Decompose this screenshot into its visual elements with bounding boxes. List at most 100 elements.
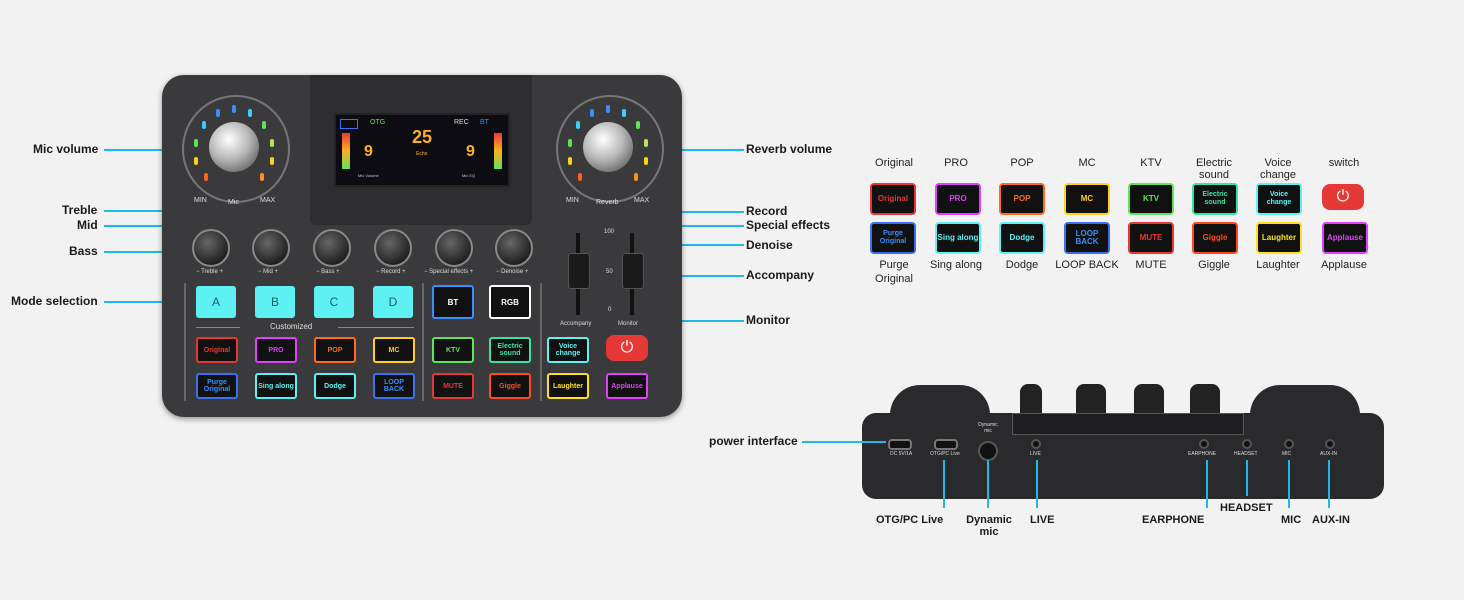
record-knob[interactable] (374, 229, 412, 267)
led-dot (194, 157, 198, 165)
electric-sound-button[interactable]: Electric sound (489, 337, 531, 363)
mode-selection-line (104, 301, 190, 303)
mic-eq-number: 9 (466, 143, 475, 160)
sound-card-mixer: OTG 25 REC BT 9 9 Echo Mic Volume Mic EQ… (162, 75, 682, 417)
power-icon: ⏻ (620, 339, 634, 356)
treble-label: Treble (62, 203, 98, 217)
mic-port (1284, 439, 1294, 449)
reverb-volume-knob[interactable] (583, 122, 633, 172)
lcd-display: OTG 25 REC BT 9 9 Echo Mic Volume Mic EQ (334, 113, 510, 187)
treble-knob-caption: − Treble + (196, 269, 224, 275)
purge-original-button[interactable]: Purge Original (196, 373, 238, 399)
bt-button[interactable]: BT (432, 285, 474, 319)
loop-back-button[interactable]: LOOP BACK (373, 373, 415, 399)
mic-volume-knob[interactable] (209, 122, 259, 172)
earphone-callout: EARPHONE (1142, 514, 1205, 526)
special-effects-label: Special effects (746, 218, 831, 232)
accompany-line (640, 275, 744, 277)
divider (540, 283, 542, 401)
headset-line (1246, 460, 1248, 496)
customized-caption: Customized (270, 322, 313, 331)
otg-line (943, 460, 945, 508)
pad-b[interactable]: B (255, 286, 295, 318)
headset-port (1242, 439, 1252, 449)
live-port-label: LIVE (1030, 451, 1041, 457)
reverb-max-label: MAX (634, 197, 650, 204)
display-number: 25 (412, 127, 433, 147)
legend-header: Original (875, 157, 913, 169)
sing-along-button[interactable]: Sing along (255, 373, 297, 399)
mid-knob[interactable] (252, 229, 290, 267)
mic-caption: Mic (228, 199, 239, 206)
pad-d[interactable]: D (373, 286, 413, 318)
ktv-button[interactable]: KTV (432, 337, 474, 363)
led-dot (194, 139, 198, 147)
voice-change-button[interactable]: Voice change (547, 337, 589, 363)
legend-loop-back-button: LOOP BACK (1064, 222, 1110, 254)
denoise-label: Denoise (746, 238, 793, 252)
side-right-dial (1250, 385, 1360, 415)
led-dot (204, 173, 208, 181)
reverb-volume-label: Reverb volume (746, 142, 833, 156)
accompany-label: Accompany (746, 268, 815, 282)
special-effects-knob-caption: − Special effects + (424, 269, 474, 275)
fader-scale-0: 0 (608, 307, 612, 313)
laughter-button[interactable]: Laughter (547, 373, 589, 399)
bass-label: Bass (69, 244, 98, 258)
legend-voice-change-button: Voice change (1256, 183, 1302, 215)
live-callout: LIVE (1030, 514, 1055, 526)
bass-knob[interactable] (313, 229, 351, 267)
pad-a[interactable]: A (196, 286, 236, 318)
special-effects-knob[interactable] (435, 229, 473, 267)
sound-card-side-view: DC 5V/1A OTG/PC Live Dynamic mic LIVE EA… (862, 413, 1384, 499)
mute-button[interactable]: MUTE (432, 373, 474, 399)
accompany-fader[interactable] (568, 253, 590, 289)
monitor-fader[interactable] (622, 253, 644, 289)
mc-button[interactable]: MC (373, 337, 415, 363)
aux-in-port-label: AUX-IN (1320, 451, 1337, 457)
legend-giggle-button: Giggle (1192, 222, 1238, 254)
otg-callout: OTG/PC Live (876, 514, 944, 526)
side-knob (1134, 384, 1164, 414)
giggle-button[interactable]: Giggle (489, 373, 531, 399)
pop-button[interactable]: POP (314, 337, 356, 363)
led-dot (576, 121, 580, 129)
led-dot (606, 105, 610, 113)
legend-mc-button: MC (1064, 183, 1110, 215)
bt-indicator: BT (480, 119, 489, 126)
legend-pro-button: PRO (935, 183, 981, 215)
pad-c[interactable]: C (314, 286, 354, 318)
divider (422, 283, 424, 401)
mic-volume-number: 9 (364, 143, 373, 160)
earphone-port (1199, 439, 1209, 449)
legend-header: switch (1328, 157, 1360, 169)
legend-mute-button: MUTE (1128, 222, 1174, 254)
dc-port (888, 439, 912, 450)
led-dot (568, 139, 572, 147)
power-switch-button[interactable]: ⏻ (606, 335, 648, 361)
led-dot (232, 105, 236, 113)
treble-knob[interactable] (192, 229, 230, 267)
accompany-caption: Accompany (560, 321, 592, 327)
applause-button[interactable]: Applause (606, 373, 648, 399)
led-dot (216, 109, 220, 117)
legend-footer: LOOP BACK (1055, 259, 1119, 271)
pro-button[interactable]: PRO (255, 337, 297, 363)
led-dot (202, 121, 206, 129)
divider (196, 327, 240, 328)
power-interface-line (802, 441, 886, 443)
denoise-knob[interactable] (495, 229, 533, 267)
original-button[interactable]: Original (196, 337, 238, 363)
legend-purge-original-button: Purge Original (870, 222, 916, 254)
rgb-button[interactable]: RGB (489, 285, 531, 319)
mic-port-label: MIC (1282, 451, 1292, 457)
right-level-meter (494, 133, 502, 169)
legend-dodge-button: Dodge (999, 222, 1045, 254)
dodge-button[interactable]: Dodge (314, 373, 356, 399)
legend-ktv-button: KTV (1128, 183, 1174, 215)
live-line (1036, 460, 1038, 508)
side-knob (1076, 384, 1106, 414)
aux-in-callout: AUX-IN (1312, 514, 1350, 526)
aux-in-port (1325, 439, 1335, 449)
side-knob (1190, 384, 1220, 414)
